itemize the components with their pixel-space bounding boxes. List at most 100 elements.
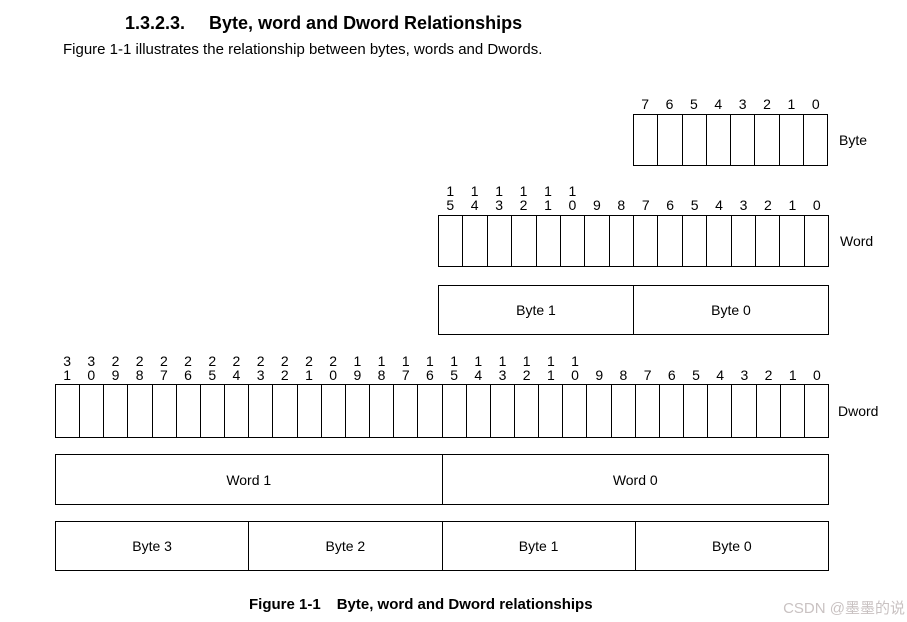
bit-number-5: 5 — [692, 367, 700, 383]
field-cell: Word 0 — [612, 471, 658, 488]
watermark: CSDN @墨墨的说 — [783, 600, 905, 617]
bit-cell — [634, 115, 659, 165]
bit-number-9: 9 — [595, 367, 604, 383]
bit-cell — [128, 385, 153, 437]
bit-number-2: 2 — [763, 96, 771, 112]
bit-cell — [298, 385, 322, 437]
bit-number-0: 0 — [813, 367, 821, 383]
bit-cell — [610, 216, 634, 266]
bit-number-0: 0 — [812, 197, 821, 213]
bit-number-8: 8 — [619, 367, 628, 383]
bit-cell — [537, 216, 561, 266]
field-cell: Byte 1 — [443, 522, 636, 570]
bit-cell — [732, 216, 756, 266]
bit-number-3: 3 — [740, 367, 749, 383]
figure-caption-title: Byte, word and Dword relationships — [336, 596, 593, 613]
figure-caption-number: Figure 1-1 — [249, 596, 321, 613]
bit-number-6: 6 — [666, 197, 675, 213]
bit-cell — [660, 385, 685, 437]
bit-cell — [177, 385, 201, 437]
bit-cell — [201, 385, 226, 437]
bit-cell — [249, 385, 274, 437]
word-bytes-row: Byte 1 Byte 0 — [438, 285, 829, 335]
bit-cell — [683, 216, 708, 266]
section-title: Byte, word and Dword Relationships — [209, 13, 523, 33]
bit-cell — [683, 115, 707, 165]
bit-cell — [708, 385, 733, 437]
dword-side-label: Dword — [838, 403, 879, 419]
bit-cell — [805, 385, 828, 437]
word-box — [438, 215, 829, 267]
bit-cell — [707, 216, 732, 266]
bit-cell — [394, 385, 419, 437]
bit-number-5: 5 — [690, 96, 698, 112]
bit-number-8: 8 — [617, 197, 626, 213]
bit-cell — [104, 385, 129, 437]
bit-number-9: 9 — [592, 197, 601, 213]
bit-cell — [755, 115, 780, 165]
bit-number-4: 4 — [716, 367, 725, 383]
bit-number-4: 4 — [715, 197, 723, 213]
bit-cell — [539, 385, 564, 437]
bit-cell — [80, 385, 105, 437]
bit-number-1: 1 — [788, 367, 797, 383]
bit-cell — [515, 385, 540, 437]
field-cell: Byte 1 — [439, 286, 634, 334]
bit-cell — [488, 216, 513, 266]
field-cell: Byte 3 — [56, 522, 250, 570]
bit-cell — [707, 115, 731, 165]
bit-cell — [658, 115, 683, 165]
bit-number-4: 4 — [714, 96, 723, 112]
intro-text: Figure 1-1 illustrates the relationship … — [63, 41, 543, 58]
bit-cell — [463, 216, 488, 266]
field-cell: Word 1 — [56, 455, 443, 504]
bit-cell — [322, 385, 346, 437]
bit-cell — [561, 216, 586, 266]
bit-cell — [370, 385, 395, 437]
bit-number-6: 6 — [665, 96, 674, 112]
bit-cell — [658, 216, 683, 266]
bit-cell — [780, 115, 804, 165]
bit-cell — [684, 385, 709, 437]
bit-cell — [587, 385, 612, 437]
bit-cell — [563, 385, 588, 437]
dword-box — [55, 384, 829, 438]
field-cell: Byte 0 — [711, 302, 751, 318]
field-cell: Byte 2 — [249, 522, 443, 570]
bit-cell — [612, 385, 636, 437]
bit-number-0: 0 — [811, 96, 820, 112]
word-side-label: Word — [840, 233, 874, 249]
bit-cell — [467, 385, 491, 437]
bit-cell — [732, 385, 757, 437]
bit-number-2: 2 — [764, 367, 773, 383]
bit-cell — [636, 385, 660, 437]
byte-side-label: Byte — [839, 132, 868, 148]
field-cell: Byte 0 — [712, 538, 752, 554]
bit-cell — [512, 216, 537, 266]
byte-box — [633, 114, 828, 166]
bit-number-1: 1 — [788, 197, 797, 213]
bit-number-3: 3 — [739, 197, 748, 213]
